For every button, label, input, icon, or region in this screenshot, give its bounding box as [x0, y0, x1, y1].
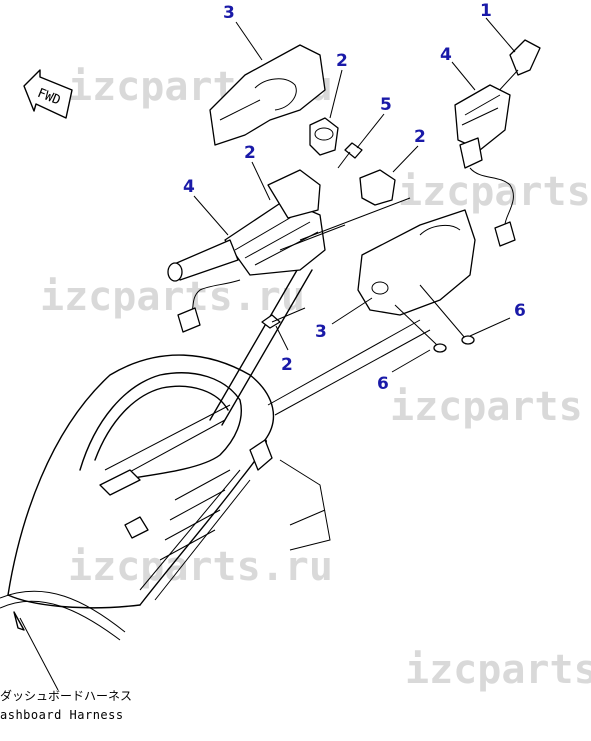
callout-2: 2	[244, 143, 256, 163]
harness-leader	[13, 611, 59, 691]
callout-2: 2	[414, 127, 426, 147]
screw	[337, 142, 363, 169]
callout-3: 3	[223, 3, 235, 23]
callout-3: 3	[315, 322, 327, 342]
harness-label-japanese: ダッシュボードハーネス	[0, 688, 132, 703]
watermark: izcparts.ru	[398, 169, 591, 215]
watermark: izcparts.ru	[405, 647, 591, 693]
watermark: izcparts.ru	[68, 544, 333, 590]
combination-switch-right	[454, 39, 541, 247]
watermark: izcparts.ru	[390, 384, 591, 430]
small-bracket	[359, 169, 396, 206]
callout-6: 6	[377, 374, 389, 394]
watermarks: izcparts.ru izcparts.ru izcparts.ru izcp…	[40, 64, 591, 693]
callout-6: 6	[514, 301, 526, 321]
callout-4: 4	[183, 177, 195, 197]
watermark: izcparts.ru	[40, 274, 305, 320]
center-pins	[279, 197, 411, 251]
lower-screw	[261, 307, 306, 329]
fwd-arrow-icon: FWD	[23, 69, 73, 119]
callout-2: 2	[281, 355, 293, 375]
column-cover-lower	[357, 209, 476, 316]
steering-column	[209, 264, 431, 551]
dashboard-body	[0, 354, 275, 641]
callout-5: 5	[380, 95, 392, 115]
callout-4: 4	[440, 45, 452, 65]
cover-screws	[394, 284, 475, 353]
callout-1: 1	[480, 1, 492, 21]
callout-leaders	[193, 17, 516, 373]
column-cover-upper	[209, 44, 326, 146]
clamp-bracket	[309, 117, 339, 156]
combination-switch-left	[167, 169, 326, 319]
callout-numbers: 1 2 2 2 2 3 3 4 4 5 6 6	[183, 1, 526, 394]
callout-2: 2	[336, 51, 348, 71]
connector-left	[177, 307, 201, 333]
harness-label-english: ashboard Harness	[0, 708, 124, 722]
